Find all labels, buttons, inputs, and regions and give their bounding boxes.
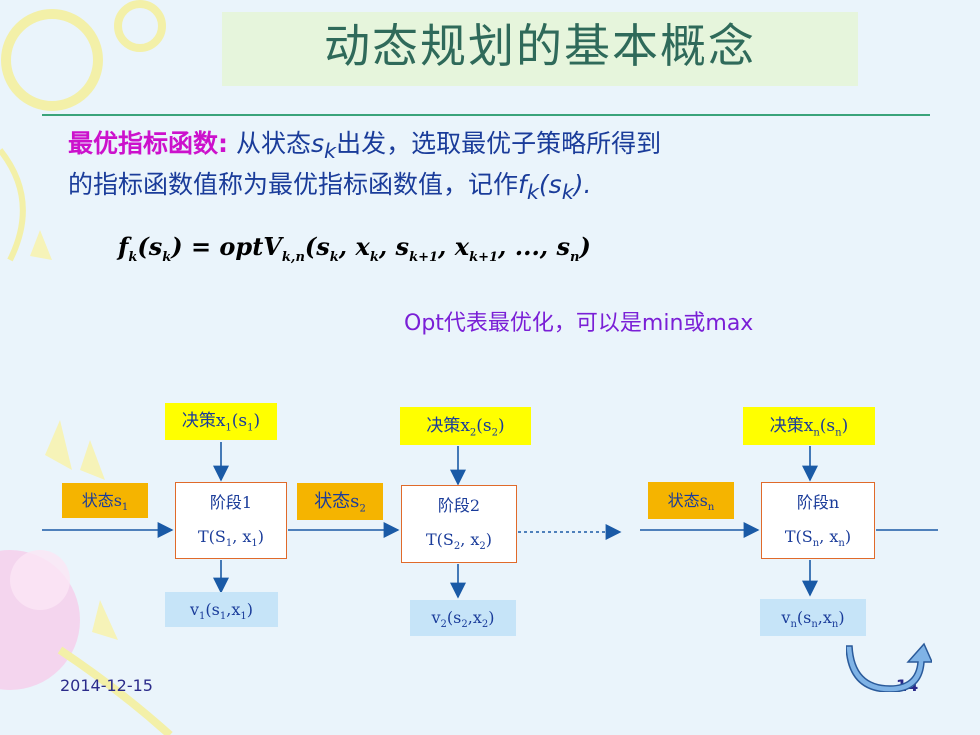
definition-paragraph: 最优指标函数: 从状态sk出发，选取最优子策略所得到 的指标函数值称为最优指标函…: [68, 127, 928, 209]
definition-line-2: 的指标函数值称为最优指标函数值，记作fk(sk).: [68, 170, 592, 204]
optimal-index-formula: fk(sk) = optVk,n(sk, xk, sk+1, xk+1, ...…: [118, 232, 591, 265]
definition-line-1: 最优指标函数: 从状态sk出发，选取最优子策略所得到: [68, 129, 662, 163]
state-box-1: 状态s1: [62, 483, 148, 518]
u-turn-arrow-icon[interactable]: [846, 640, 932, 692]
title-divider: [42, 114, 930, 116]
definition-term: 最优指标函数: [68, 129, 219, 158]
stage-box-1: 阶段1 T(S1, x1): [175, 482, 287, 559]
slide-date: 2014-12-15: [60, 676, 153, 695]
stage-box-n: 阶段n T(Sn, xn): [761, 482, 875, 559]
state-box-n: 状态sn: [648, 482, 734, 519]
decision-box-2: 决策x2(s2): [400, 407, 531, 445]
title-background: [222, 12, 858, 86]
value-box-2: v2(s2,x2): [410, 600, 516, 636]
value-box-1: v1(s1,x1): [165, 592, 278, 627]
opt-note: Opt代表最优化，可以是min或max: [404, 311, 754, 336]
value-box-n: vn(sn,xn): [760, 599, 866, 636]
state-box-2: 状态s2: [297, 483, 383, 520]
decision-box-n: 决策xn(sn): [743, 407, 875, 445]
decision-box-1: 决策x1(s1): [165, 403, 277, 440]
page-title: 动态规划的基本概念: [324, 19, 756, 73]
stage-box-2: 阶段2 T(S2, x2): [401, 485, 517, 563]
